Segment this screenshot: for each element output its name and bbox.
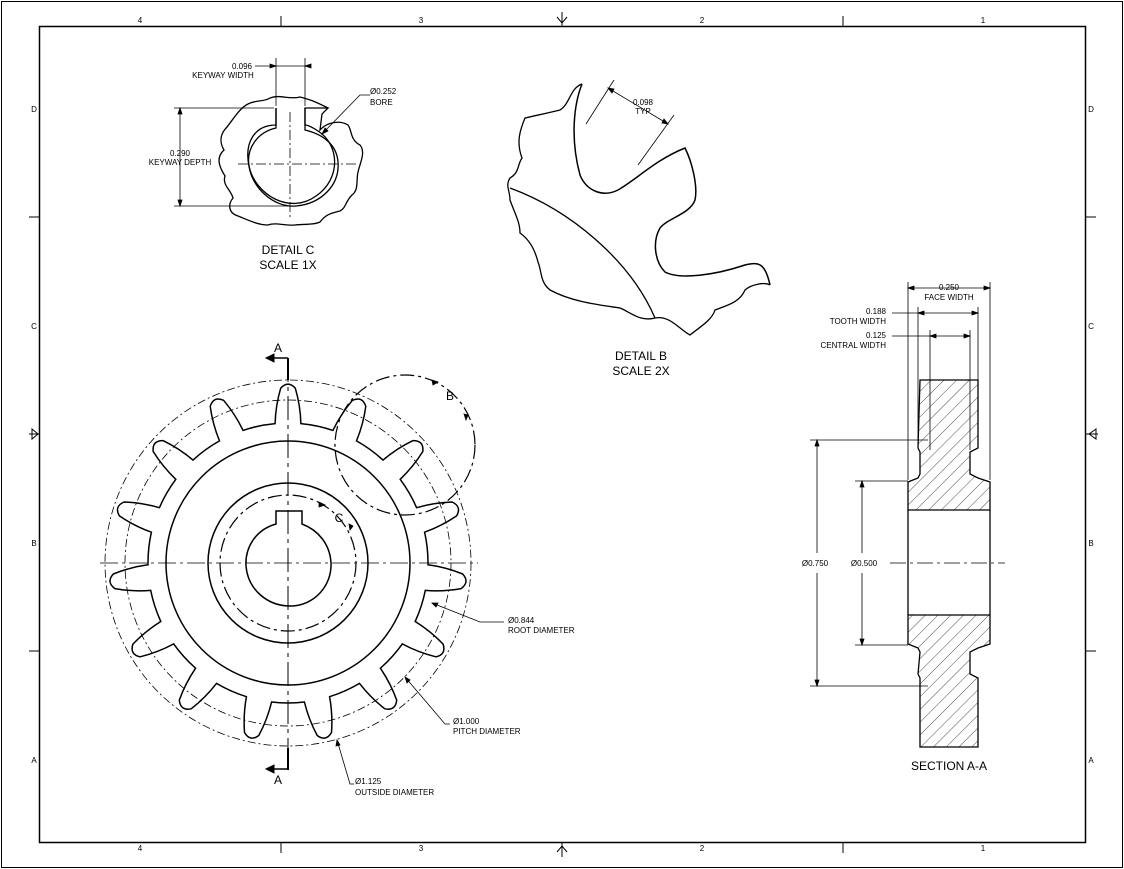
detail-b-marker-label: B [446, 389, 454, 403]
detail-c-scale: SCALE 1X [259, 258, 316, 272]
keyway-width-value: 0.096 [232, 62, 253, 71]
diameter-0500-label: Ø0.500 [851, 559, 878, 568]
section-a-a-view: 0.250 FACE WIDTH 0.188 TOOTH WIDTH 0.125… [802, 282, 1005, 773]
bore-keyway-outline [245, 510, 332, 607]
gear-front-view: A A B C Ø0.844 ROOT DIAMETER Ø1.000 PITC… [100, 341, 575, 797]
zone-row-c-right: C [1088, 322, 1094, 331]
outside-diameter-label: OUTSIDE DIAMETER [355, 788, 434, 797]
central-width-value: 0.125 [866, 331, 887, 340]
diameter-0750-label: Ø0.750 [802, 559, 829, 568]
detail-c-bore-keyway [247, 108, 339, 207]
zone-col-3-top: 3 [419, 16, 424, 25]
gear-teeth-outline [109, 383, 467, 739]
central-width-label: CENTRAL WIDTH [821, 341, 887, 350]
typ-label: TYP [635, 107, 651, 116]
outside-diameter-value: Ø1.125 [355, 777, 382, 786]
detail-b-root-arc [509, 187, 656, 319]
detail-c-title: DETAIL C [262, 243, 315, 257]
keyway-depth-label: KEYWAY DEPTH [149, 158, 212, 167]
zone-row-b-left: B [31, 539, 36, 548]
zone-col-2-bottom: 2 [700, 844, 705, 853]
zone-row-b-right: B [1088, 539, 1093, 548]
zone-row-d-left: D [31, 105, 37, 114]
detail-b-tooth-profile [573, 83, 771, 286]
zone-row-d-right: D [1088, 105, 1094, 114]
detail-c-marker-label: C [335, 511, 344, 525]
section-letter-bottom: A [274, 773, 282, 787]
pitch-diameter-label: PITCH DIAMETER [453, 727, 521, 736]
zone-row-c-left: C [31, 322, 37, 331]
tooth-width-label: TOOTH WIDTH [830, 317, 887, 326]
detail-c-break-outline [218, 95, 364, 226]
face-width-label: FACE WIDTH [924, 293, 974, 302]
face-width-value: 0.250 [939, 283, 960, 292]
tooth-width-value: 0.188 [866, 307, 887, 316]
detail-b-title: DETAIL B [615, 349, 667, 363]
section-upper-hatched-region [907, 379, 991, 511]
detail-c-view: 0.096 KEYWAY WIDTH 0.290 KEYWAY DEPTH Ø0… [149, 58, 397, 272]
bore-label: BORE [370, 98, 393, 107]
root-diameter-label: ROOT DIAMETER [508, 626, 575, 635]
typ-value: 0.098 [633, 98, 654, 107]
zone-row-a-right: A [1088, 756, 1094, 765]
detail-b-marker-circle [334, 374, 476, 516]
section-line-a-a [264, 353, 289, 774]
bore-value: Ø0.252 [370, 87, 397, 96]
keyway-depth-value: 0.290 [170, 149, 191, 158]
zone-col-1-top: 1 [981, 16, 986, 25]
detail-b-view: 0.098 TYP DETAIL B SCALE 2X [507, 79, 771, 378]
root-diameter-value: Ø0.844 [508, 616, 535, 625]
zone-col-2-top: 2 [700, 16, 705, 25]
gear-tooth-profile [109, 383, 467, 739]
section-letter-top: A [274, 341, 282, 355]
zone-col-4-bottom: 4 [138, 844, 143, 853]
zone-col-3-bottom: 3 [419, 844, 424, 853]
pitch-diameter-value: Ø1.000 [453, 717, 480, 726]
centering-marks [29, 12, 1098, 857]
zone-col-4-top: 4 [138, 16, 143, 25]
detail-b-break-outline [507, 83, 771, 336]
keyway-width-label: KEYWAY WIDTH [192, 71, 254, 80]
detail-b-scale: SCALE 2X [612, 364, 669, 378]
zone-row-a-left: A [31, 756, 37, 765]
zone-col-1-bottom: 1 [981, 844, 986, 853]
section-lower-hatched-region [907, 614, 991, 748]
section-a-a-title: SECTION A-A [911, 759, 987, 773]
